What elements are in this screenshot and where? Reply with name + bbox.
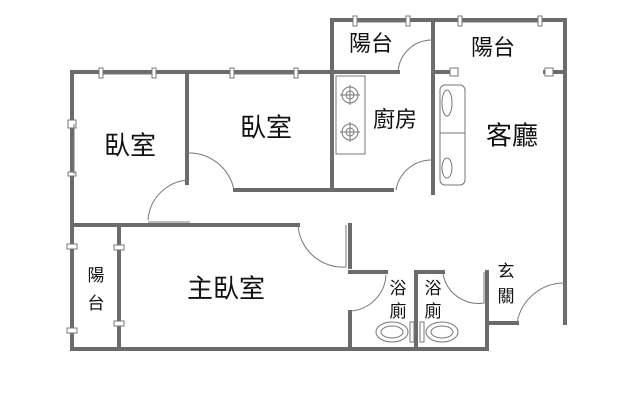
label-balcony-left-2: 台	[88, 294, 105, 314]
label-bathroom-1a: 浴	[390, 279, 407, 299]
sofa-icon	[439, 84, 466, 186]
label-master-bedroom: 主臥室	[187, 275, 265, 305]
label-bathroom-2a: 浴	[425, 279, 442, 299]
label-bathroom-1b: 廁	[390, 301, 407, 322]
stove-icon	[335, 75, 366, 155]
label-kitchen: 廚房	[373, 108, 417, 133]
room-labels: 陽台 陽台 臥室 臥室 廚房 客廳 陽 台 主臥室 浴 廁 浴 廁 玄 關	[88, 32, 539, 322]
toilet-icons	[375, 321, 459, 343]
label-balcony-left-1: 陽	[88, 266, 105, 286]
label-living-room: 客廳	[486, 122, 538, 152]
label-bedroom-middle: 臥室	[240, 114, 292, 144]
label-balcony-top-left: 陽台	[349, 32, 393, 57]
label-balcony-top-right: 陽台	[471, 36, 515, 61]
walls	[70, 18, 567, 351]
label-entrance-1: 玄	[498, 262, 515, 282]
label-bedroom-left: 臥室	[104, 132, 156, 162]
label-bathroom-2b: 廁	[425, 301, 442, 322]
doors	[147, 39, 566, 324]
label-entrance-2: 關	[498, 287, 515, 307]
windows	[66, 15, 554, 334]
